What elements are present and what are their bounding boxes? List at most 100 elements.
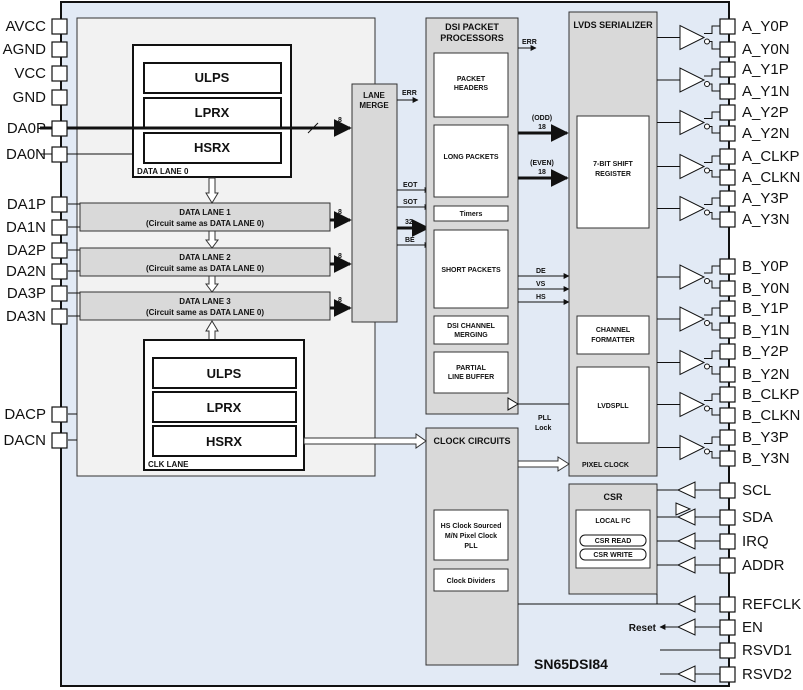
lane-merge-line1: LANE	[363, 91, 385, 100]
input-buffer-irq	[657, 532, 720, 550]
dl3-line2: (Circuit same as DATA LANE 0)	[146, 308, 264, 317]
dl3-width: 8	[338, 297, 342, 304]
pin-da0n	[51, 146, 68, 163]
lvds-buffer-10	[657, 434, 720, 461]
dl0-ulps-block	[143, 62, 282, 94]
pin-label-b-y0n: B_Y0N	[742, 280, 790, 297]
even-width: 18	[538, 169, 546, 176]
even-label: (EVEN)	[530, 160, 554, 167]
pin-agnd	[51, 41, 68, 58]
pin-da3p	[51, 285, 68, 302]
input-buffer-addr	[657, 556, 720, 574]
pin-label-a-y3p: A_Y3P	[742, 190, 789, 207]
clock-dividers-block	[433, 568, 509, 592]
clk-to-clock-circuits-arrow	[303, 433, 427, 449]
pin-label-a-y0p: A_Y0P	[742, 18, 789, 35]
pin-label-agnd: AGND	[3, 41, 47, 58]
pin-rsvd1	[719, 642, 736, 659]
input-buffer-scl	[657, 481, 720, 499]
pin-b-clkp	[719, 386, 736, 403]
dl3-line1: DATA LANE 3	[179, 297, 231, 306]
dl0-hsrx-label: HSRX	[194, 140, 230, 155]
shift-register-line1: 7-BIT SHIFT	[593, 161, 633, 168]
dl0-ulps-label: ULPS	[195, 70, 230, 85]
pin-b-y2n	[719, 366, 736, 383]
pin-dacn	[51, 432, 68, 449]
dl2-width: 8	[338, 253, 342, 260]
clk-ulps-label: ULPS	[207, 366, 242, 381]
pin-sda	[719, 509, 736, 526]
dl1-line1: DATA LANE 1	[179, 208, 231, 217]
lvds-buffer-6	[657, 264, 720, 290]
dl0-hsrx-block	[143, 132, 282, 164]
bus-slashes	[307, 122, 319, 134]
pin-da2n	[51, 263, 68, 280]
lane-merge-box	[351, 83, 398, 323]
pll-lock-arrowhead	[507, 397, 519, 411]
lane-merge-err: ERR	[402, 90, 417, 97]
pin-label-b-y3p: B_Y3P	[742, 429, 789, 446]
pin-da0p	[51, 120, 68, 137]
lvds-buffer-8	[657, 349, 720, 376]
right-pins: A_Y0PA_Y0NA_Y1PA_Y1NA_Y2PA_Y2NA_CLKPA_CL…	[719, 18, 801, 683]
dl0-width: 8	[338, 117, 342, 124]
eot-label: EOT	[403, 182, 418, 189]
lvds-output-buffers	[657, 24, 720, 461]
lock-label: Lock	[535, 425, 551, 432]
pin-b-y2p	[719, 343, 736, 360]
pin-label-addr: ADDR	[742, 557, 785, 574]
short-packets-label: SHORT PACKETS	[441, 267, 501, 274]
dsi-channel-merging-block	[433, 315, 509, 345]
pin-label-irq: IRQ	[742, 533, 769, 550]
clock-pll-line2: M/N Pixel Clock	[445, 533, 497, 540]
pin-a-y0p	[719, 18, 736, 35]
clock-title: CLOCK CIRCUITS	[434, 436, 511, 446]
sda-output-buffer	[675, 502, 692, 516]
pin-label-da0n: DA0N	[6, 146, 46, 163]
pin-addr	[719, 557, 736, 574]
dl1-width: 8	[338, 209, 342, 216]
pin-label-vcc: VCC	[14, 65, 46, 82]
lvds-buffer-3	[657, 109, 720, 136]
pin-label-b-y3n: B_Y3N	[742, 450, 790, 467]
be-label: BE	[405, 237, 415, 244]
odd-label: (ODD)	[532, 115, 552, 122]
pin-label-da3p: DA3P	[7, 285, 46, 302]
lvdspll-block	[576, 366, 650, 444]
de-label: DE	[536, 268, 546, 275]
dsi-title-1: DSI PACKET	[445, 22, 499, 32]
pin-label-rsvd2: RSVD2	[742, 666, 792, 683]
pin-label-b-y0p: B_Y0P	[742, 258, 789, 275]
dsi-channel-merging-line2: MERGING	[454, 332, 488, 339]
pin-a-y3p	[719, 190, 736, 207]
pin-label-b-y1n: B_Y1N	[742, 322, 790, 339]
pin-irq	[719, 533, 736, 550]
csr-read-block	[579, 534, 647, 547]
pin-avcc	[51, 18, 68, 35]
pin-label-da1n: DA1N	[6, 219, 46, 236]
pin-da1n	[51, 219, 68, 236]
pin-label-a-y0n: A_Y0N	[742, 41, 790, 58]
dl2-line2: (Circuit same as DATA LANE 0)	[146, 264, 264, 273]
pin-label-da1p: DA1P	[7, 196, 46, 213]
pin-a-y2p	[719, 104, 736, 121]
pixel-clock-label: PIXEL CLOCK	[582, 462, 629, 469]
data-lane-3-box	[79, 291, 331, 321]
pin-en	[719, 619, 736, 636]
long-packets-label: LONG PACKETS	[443, 154, 498, 161]
pin-b-y3p	[719, 429, 736, 446]
pin-label-sda: SDA	[742, 509, 773, 526]
clk-hsrx-block	[152, 425, 297, 457]
clock-pll-block	[433, 509, 509, 561]
local-i2c-label: LOCAL I²C	[595, 518, 630, 525]
pin-b-y0n	[719, 280, 736, 297]
pin-label-dacp: DACP	[4, 406, 46, 423]
pin-label-da2p: DA2P	[7, 242, 46, 259]
dl0-title: DATA LANE 0	[137, 167, 189, 176]
input-buffer-rsvd2	[676, 665, 696, 683]
pin-gnd	[51, 89, 68, 106]
pin-label-a-clkn: A_CLKN	[742, 169, 800, 186]
pin-label-scl: SCL	[742, 482, 771, 499]
csr-title: CSR	[603, 492, 623, 502]
